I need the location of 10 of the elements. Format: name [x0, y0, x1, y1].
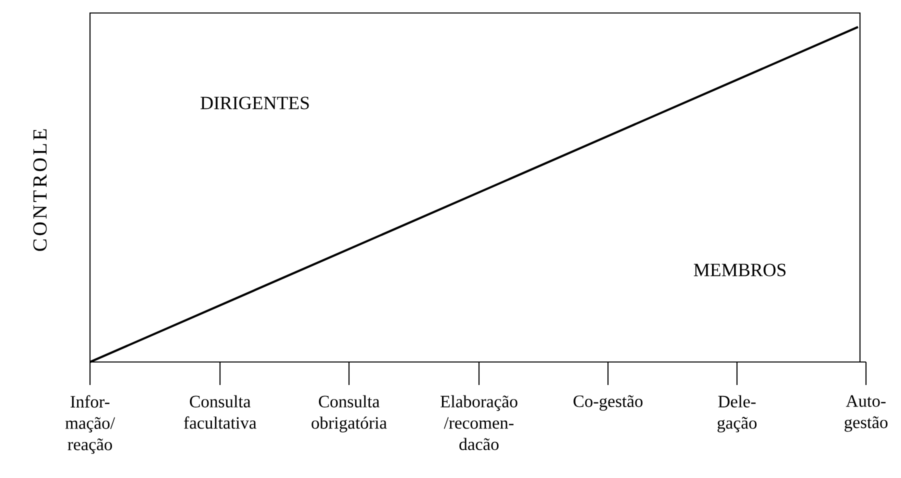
region-label: DIRIGENTES	[200, 96, 309, 110]
scale-label: Auto- gestão	[844, 395, 888, 432]
region-label: MEMBROS	[694, 264, 786, 276]
scale-label: Consulta facultativa	[184, 395, 256, 429]
scale-label: Elaboração /recomen- dacão	[440, 395, 518, 450]
scale-label: Infor- mação/ reação	[65, 395, 116, 454]
axis-label: CONTROLE	[33, 129, 47, 251]
scale-label: Co-gestão	[574, 395, 642, 411]
scale-label: Dele- gação	[718, 395, 757, 432]
scale-label: Consulta obrigatória	[312, 395, 387, 432]
